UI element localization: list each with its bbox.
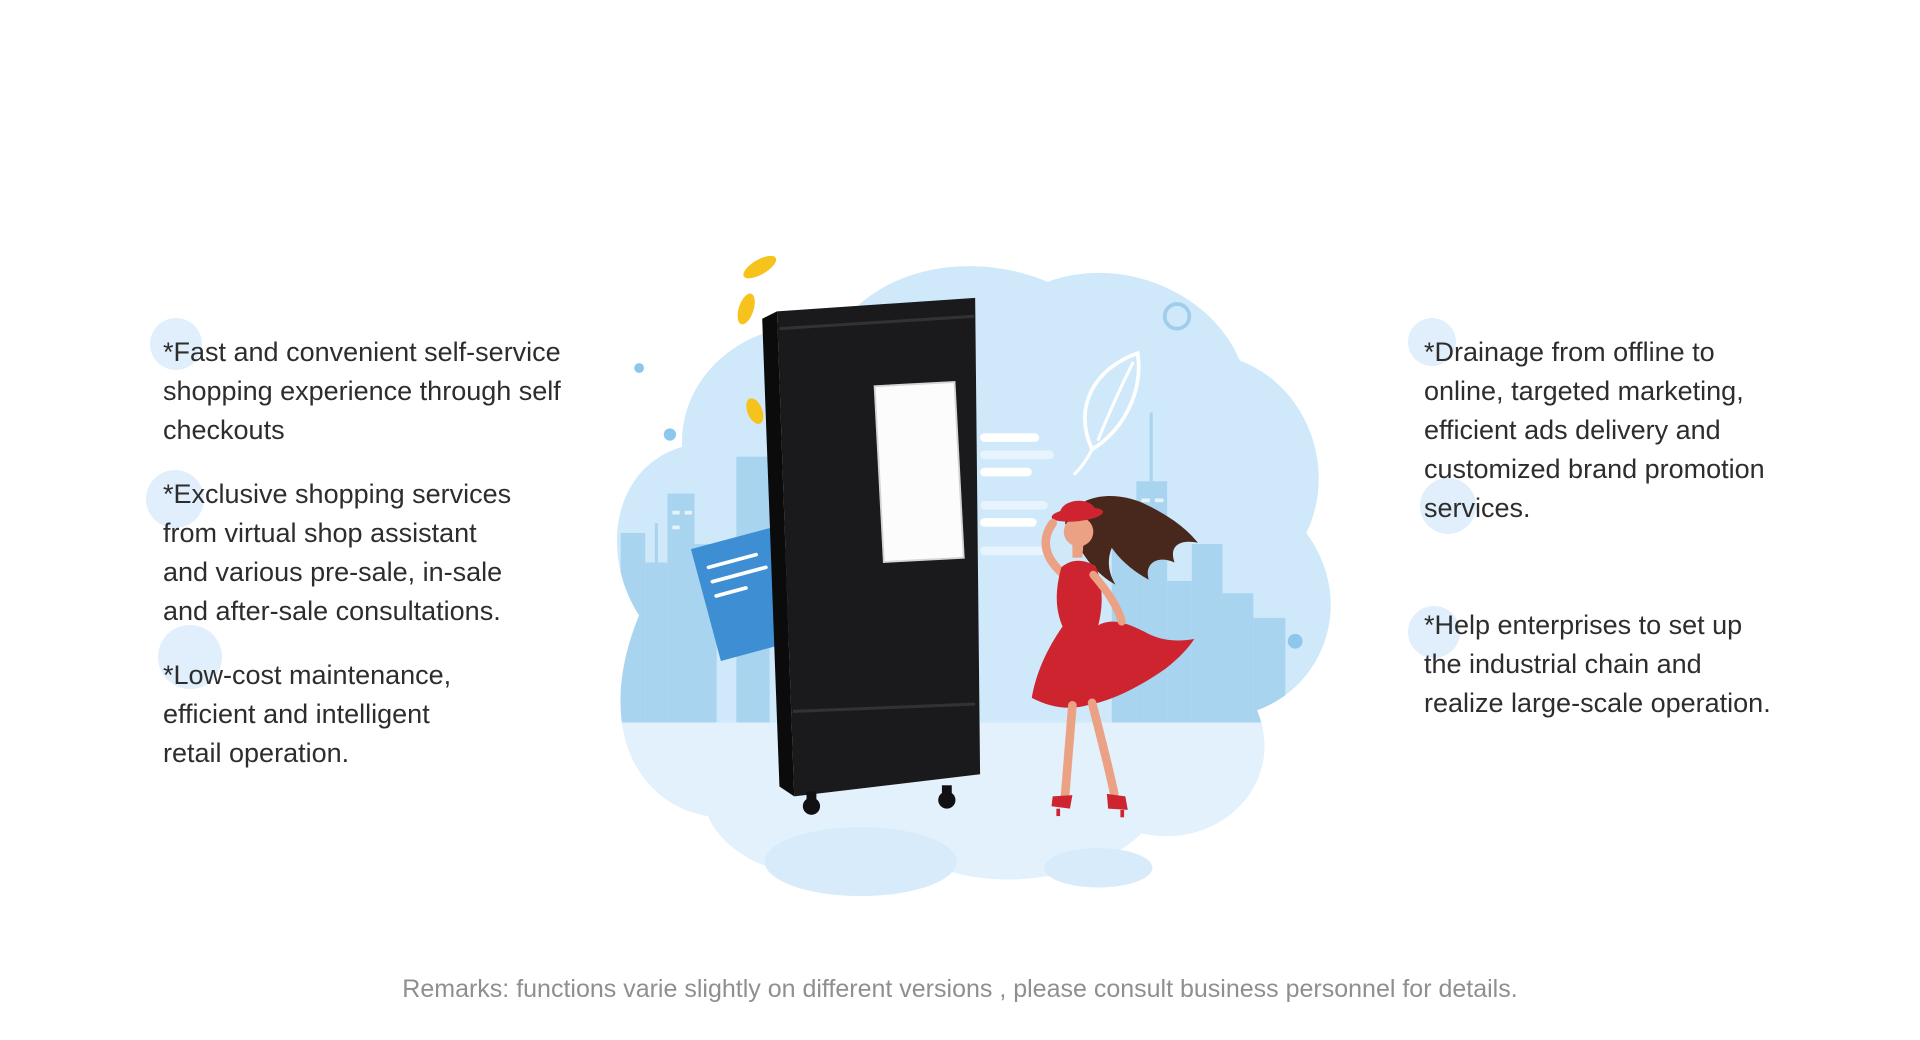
- window-dash: [672, 525, 680, 530]
- window-dash: [1154, 498, 1164, 503]
- hat-brim: [1051, 507, 1104, 522]
- machine-shadow: [764, 827, 957, 897]
- leaf-icon: [743, 255, 777, 279]
- raised-arm: [1041, 518, 1066, 577]
- caster-wheel: [802, 797, 821, 815]
- vending-machine-screen: [873, 381, 965, 563]
- building: [1253, 617, 1286, 723]
- illustration-svg: [616, 255, 1331, 897]
- speed-line: [980, 450, 1054, 460]
- speed-line: [980, 433, 1040, 442]
- dot-decoration: [663, 428, 677, 441]
- shoe-heel: [1056, 808, 1061, 817]
- dot-decoration: [1287, 633, 1303, 649]
- machine-bottom-seam: [792, 702, 976, 713]
- decor-circle: [1408, 606, 1460, 658]
- caster-stem: [806, 791, 817, 802]
- building: [645, 562, 668, 723]
- decor-circle: [146, 470, 204, 528]
- city-skyline: [616, 412, 1286, 723]
- caster-wheel: [938, 791, 956, 809]
- speed-line: [980, 518, 1037, 527]
- card-line: [710, 565, 768, 584]
- decor-circle: [1408, 318, 1456, 366]
- bullet-fast-self-service: *Fast and convenient self-service shoppi…: [163, 337, 561, 445]
- dot-decoration: [634, 363, 645, 373]
- remarks-note: Remarks: functions varie slightly on dif…: [402, 975, 1518, 1003]
- lower-arm: [1089, 570, 1126, 626]
- window-dash: [684, 510, 693, 515]
- bullet-low-cost-maintenance: *Low-cost maintenance, efficient and int…: [163, 660, 452, 768]
- card-line: [706, 552, 758, 570]
- yellow-leaves: [737, 255, 796, 424]
- left-leg: [1060, 700, 1077, 801]
- leaf-icon: [737, 293, 755, 325]
- dress: [1031, 560, 1195, 708]
- woman-figure: [1031, 495, 1198, 818]
- window-dash: [1141, 498, 1150, 503]
- decor-circle: [158, 625, 222, 689]
- hair: [1065, 495, 1198, 585]
- woman-shadow: [1044, 848, 1153, 888]
- speed-line: [980, 500, 1048, 510]
- ring-decoration-icon: [1162, 302, 1192, 331]
- speed-line: [980, 467, 1032, 477]
- card-line: [714, 586, 748, 598]
- machine-side-panel: [762, 311, 795, 797]
- right-leg: [1087, 698, 1119, 799]
- decor-circle: [150, 318, 202, 370]
- leaf-outline-icon: [1073, 350, 1141, 476]
- machine-top-seam: [779, 314, 975, 331]
- left-bullet-list: *Fast and convenient self-service shoppi…: [163, 333, 723, 798]
- decor-circle: [1420, 478, 1476, 534]
- vending-machine-illustration: [565, 240, 1341, 917]
- left-shoe: [1051, 795, 1073, 809]
- bullet-exclusive-services: *Exclusive shopping services from virtua…: [163, 479, 512, 626]
- caster-stem: [941, 785, 952, 796]
- building: [1222, 593, 1254, 723]
- vending-machine: [762, 297, 981, 815]
- bullet-help-enterprises: *Help enterprises to set up the industri…: [1424, 610, 1771, 718]
- building: [667, 493, 695, 723]
- speed-lines: [980, 433, 1054, 556]
- head: [1063, 516, 1094, 547]
- neck: [1072, 544, 1084, 558]
- right-bullet-list: *Drainage from offline to online, target…: [1424, 333, 1904, 748]
- building: [1191, 544, 1223, 723]
- bullet-drainage-marketing: *Drainage from offline to online, target…: [1424, 337, 1765, 523]
- window-dash: [672, 510, 680, 515]
- right-shoe: [1106, 793, 1128, 810]
- speed-line: [980, 546, 1052, 556]
- shoe-heel: [1120, 809, 1125, 818]
- leaf-icon: [746, 398, 764, 424]
